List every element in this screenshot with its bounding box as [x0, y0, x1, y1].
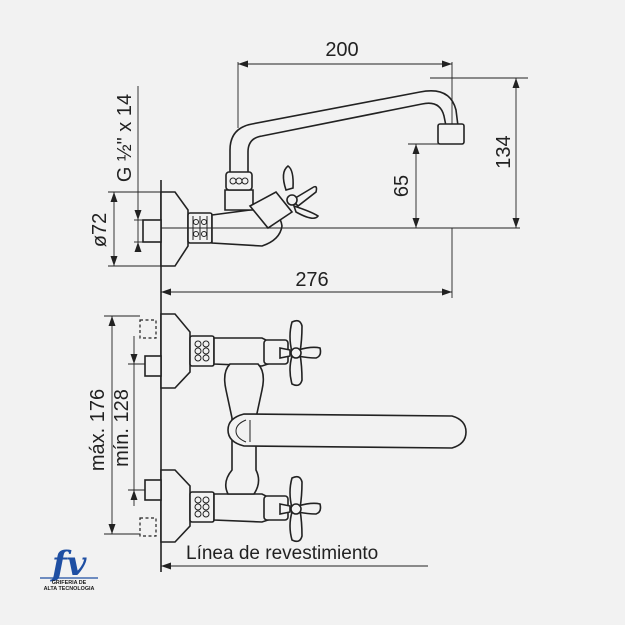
dim-thread-label: G ½" x 14 — [114, 94, 136, 182]
dim-200-label: 200 — [325, 39, 358, 61]
valve-cartridge — [248, 190, 294, 230]
upper-ext-dashed — [139, 319, 157, 339]
logo-mark: fv — [50, 544, 88, 584]
logo-line1: GRIFERIA DE — [52, 580, 87, 586]
dim-134-label: 134 — [493, 135, 515, 168]
side-view — [142, 90, 520, 572]
upper-cross-handle — [279, 319, 322, 387]
upper-nut — [189, 335, 215, 367]
spout-front — [227, 413, 467, 449]
cross-handle-side — [282, 165, 320, 220]
logo-line2: ALTA TECNOLOGIA — [44, 586, 95, 592]
spout-front-curve — [235, 419, 247, 443]
dim-thread: G ½" x 14 — [114, 86, 143, 252]
lower-ext-dashed — [139, 517, 157, 537]
upper-wall-pipe — [144, 355, 162, 377]
wall-line-label: Línea de revestimiento — [186, 543, 378, 564]
lower-cross-handle — [279, 475, 322, 543]
dim-176-label: máx. 176 — [87, 389, 109, 471]
spout-collar — [224, 189, 254, 211]
dim-276: 276 — [161, 228, 453, 298]
dim-diameter-label: ø72 — [89, 213, 111, 247]
upper-escutcheon — [160, 313, 191, 389]
lower-wall-pipe — [144, 479, 162, 501]
spout-inner — [247, 102, 447, 172]
dim-276-label: 276 — [295, 269, 328, 291]
spout-ring — [225, 171, 253, 191]
upper-nut-knurl — [194, 340, 210, 362]
front-view — [139, 313, 467, 543]
dim-128: mín. 128 — [111, 336, 145, 506]
ring-knurl — [229, 177, 249, 185]
wall-line-callout: Línea de revestimiento — [161, 543, 428, 570]
lower-nut-knurl — [194, 496, 210, 518]
dim-diameter: ø72 — [89, 191, 161, 267]
aerator — [437, 123, 465, 145]
escutcheon — [160, 191, 189, 267]
dim-200: 200 — [237, 39, 453, 128]
lower-escutcheon — [160, 469, 191, 543]
dim-134: 134 — [430, 77, 528, 228]
fv-logo: fv GRIFERIA DE ALTA TECNOLOGIA — [40, 544, 98, 592]
wall-pipe — [142, 219, 162, 243]
lower-nut — [189, 491, 215, 523]
dim-65: 65 — [391, 143, 452, 228]
dim-65-label: 65 — [391, 175, 413, 197]
dim-128-label: mín. 128 — [111, 389, 133, 467]
dim-176: máx. 176 — [87, 315, 140, 535]
